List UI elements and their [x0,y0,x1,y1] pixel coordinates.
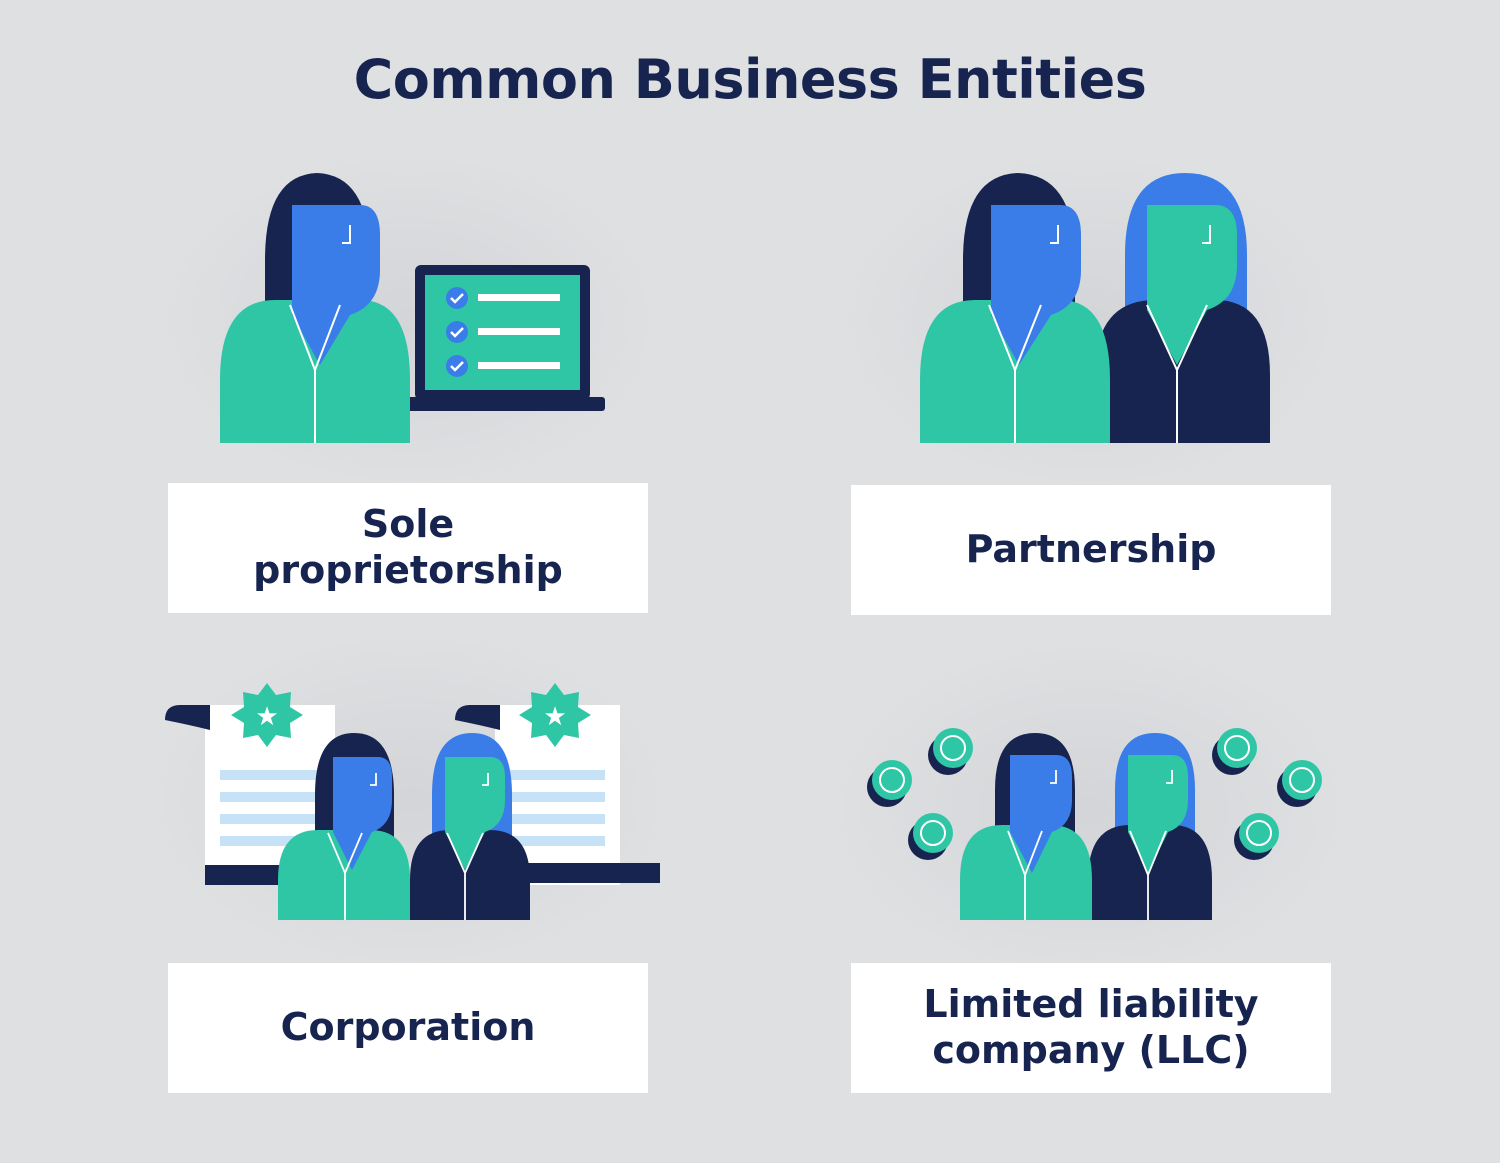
entity-label: Sole proprietorship [253,502,563,592]
entity-label: Limited liability company (LLC) [923,982,1259,1072]
entity-card-partnership: Partnership [851,485,1331,615]
coin-icon [1234,813,1279,860]
entity-card-llc: Limited liability company (LLC) [851,963,1331,1093]
entity-card-sole-proprietorship: Sole proprietorship [168,483,648,613]
badge-star-icon: ★ [231,683,303,747]
coin-icon [928,728,973,775]
man-icon [1088,733,1212,920]
entity-label: Corporation [280,1005,536,1050]
coin-icon [1212,728,1257,775]
woman-icon [960,733,1092,920]
svg-text:★: ★ [255,702,278,732]
checklist-icon [446,287,560,377]
partnership-illustration [920,173,1270,443]
sole-proprietorship-illustration [220,173,605,443]
entity-label: Partnership [965,527,1217,572]
badge-star-icon: ★ [519,683,591,747]
woman-icon [220,173,410,443]
woman-icon [278,733,410,920]
svg-text:★: ★ [543,702,566,732]
man-icon [410,733,530,920]
coin-icon [908,813,953,860]
laptop-icon [405,265,605,411]
coin-icon [1277,760,1322,807]
man-icon [1095,173,1270,443]
page-title: Common Business Entities [353,48,1147,111]
woman-icon [920,173,1110,443]
coin-icon [867,760,912,807]
llc-illustration [867,728,1322,920]
corporation-illustration: ★ ★ [165,683,660,920]
entity-card-corporation: Corporation [168,963,648,1093]
